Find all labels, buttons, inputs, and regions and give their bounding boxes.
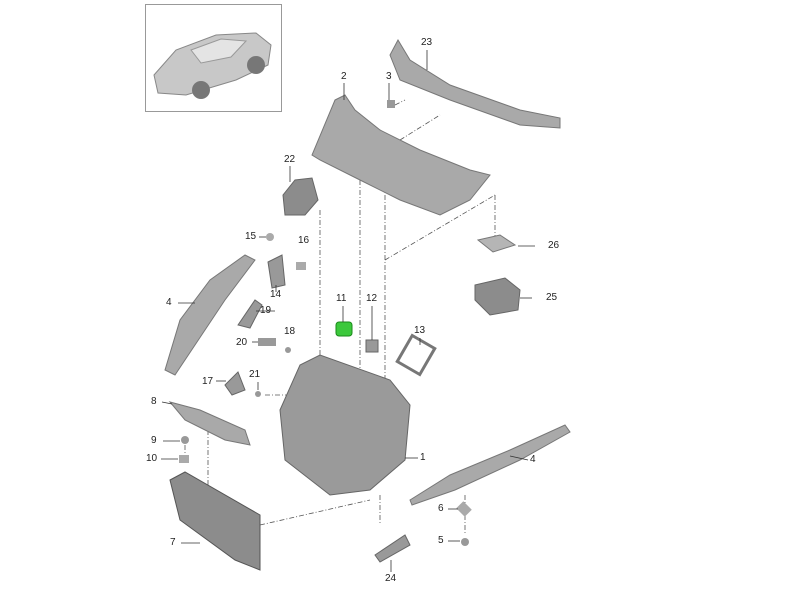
part-18-screw (285, 347, 291, 353)
callout-7[interactable]: 7 (170, 537, 176, 548)
part-4-left-trim (164, 254, 256, 376)
callout-leaders (161, 50, 535, 572)
callout-20[interactable]: 20 (236, 337, 248, 348)
part-22-cover (282, 177, 319, 216)
part-23-trim (389, 38, 561, 129)
callout-25[interactable]: 25 (546, 292, 558, 303)
parts (164, 38, 571, 571)
part-24-bracket (374, 534, 411, 563)
callout-22[interactable]: 22 (284, 154, 296, 165)
part-11-clip (335, 321, 353, 337)
part-13-frame (395, 333, 437, 377)
callout-5[interactable]: 5 (438, 535, 444, 546)
part-12-clip (365, 339, 379, 353)
callout-24[interactable]: 24 (385, 573, 397, 584)
part-4-right-trim (409, 424, 571, 506)
part-25-bracket (474, 277, 521, 316)
part-17-bracket (224, 371, 246, 396)
part-5-clip (461, 538, 469, 546)
callout-3[interactable]: 3 (386, 71, 392, 82)
part-14-bracket (267, 254, 286, 289)
part-10-nut (179, 455, 189, 463)
callout-11[interactable]: 11 (336, 293, 347, 304)
callout-9[interactable]: 9 (151, 435, 157, 446)
part-6-nut (456, 501, 472, 517)
part-19-bracket (237, 299, 263, 329)
part-20-clip (258, 338, 276, 346)
callout-8[interactable]: 8 (151, 396, 157, 407)
callout-14[interactable]: 14 (270, 289, 282, 300)
part-8-strip (168, 401, 251, 446)
callout-4-right[interactable]: 4 (530, 454, 536, 465)
car-image (153, 32, 272, 99)
leader-dashed-lines (184, 99, 496, 535)
callout-6[interactable]: 6 (438, 503, 444, 514)
part-3-clip (387, 100, 395, 108)
part-1-tray (279, 354, 411, 496)
vehicle-thumbnail[interactable] (145, 4, 282, 112)
part-7-panel (169, 471, 261, 571)
callout-15[interactable]: 15 (245, 231, 257, 242)
part-26-pad (476, 234, 517, 253)
callout-18[interactable]: 18 (284, 326, 296, 337)
callout-19[interactable]: 19 (260, 305, 272, 316)
callout-1[interactable]: 1 (420, 452, 426, 463)
callout-12[interactable]: 12 (366, 293, 378, 304)
callout-2[interactable]: 2 (341, 71, 347, 82)
part-2-panel (311, 94, 491, 216)
part-21-screw (255, 391, 261, 397)
callout-10[interactable]: 10 (146, 453, 158, 464)
callout-21[interactable]: 21 (249, 369, 261, 380)
part-16-nut (296, 262, 306, 270)
callout-13[interactable]: 13 (414, 325, 426, 336)
callout-17[interactable]: 17 (202, 376, 214, 387)
callout-4-left[interactable]: 4 (166, 297, 172, 308)
part-15-screw (266, 233, 274, 241)
callout-26[interactable]: 26 (548, 240, 560, 251)
part-9-clip (181, 436, 189, 444)
callout-16[interactable]: 16 (298, 235, 310, 246)
callout-23[interactable]: 23 (421, 37, 433, 48)
